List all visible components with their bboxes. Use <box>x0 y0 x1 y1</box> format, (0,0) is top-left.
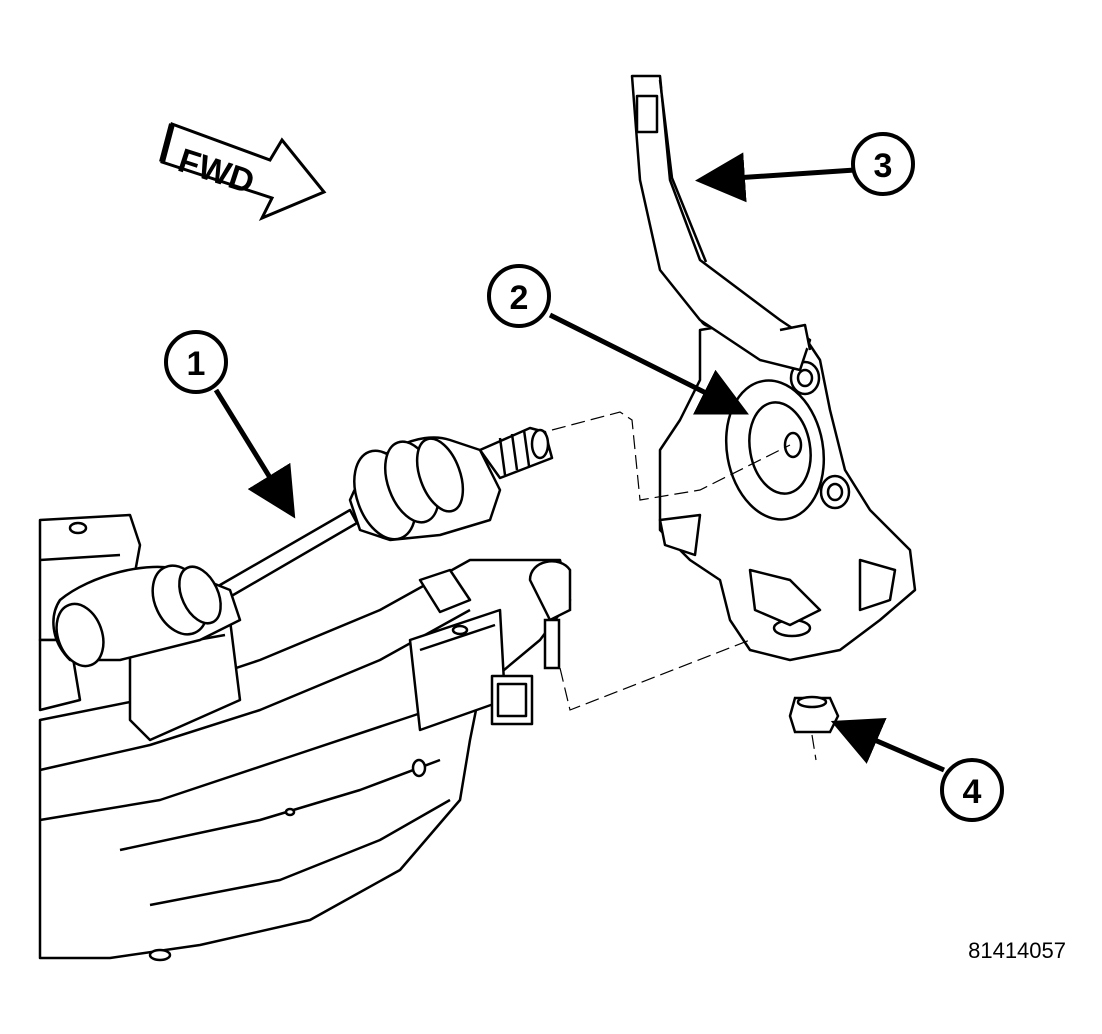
forward-direction-arrow: FWD <box>159 122 327 221</box>
callout-2-label: 2 <box>510 279 529 317</box>
drive-shaft <box>52 426 554 668</box>
figure-number: 81414057 <box>968 938 1066 963</box>
callout-3-label: 3 <box>874 147 893 185</box>
callout-3: 3 <box>851 132 915 196</box>
callout-2: 2 <box>487 264 551 328</box>
callout-1-label: 1 <box>187 345 206 383</box>
alignment-lines <box>551 411 817 761</box>
callout-4: 4 <box>940 758 1004 822</box>
strut-assembly <box>630 74 812 372</box>
ball-joint-stud <box>528 560 572 670</box>
lower-ball-joint-nut <box>788 695 840 734</box>
callout-1: 1 <box>164 330 228 394</box>
callout-leaders <box>213 152 945 773</box>
callout-4-label: 4 <box>963 773 982 811</box>
